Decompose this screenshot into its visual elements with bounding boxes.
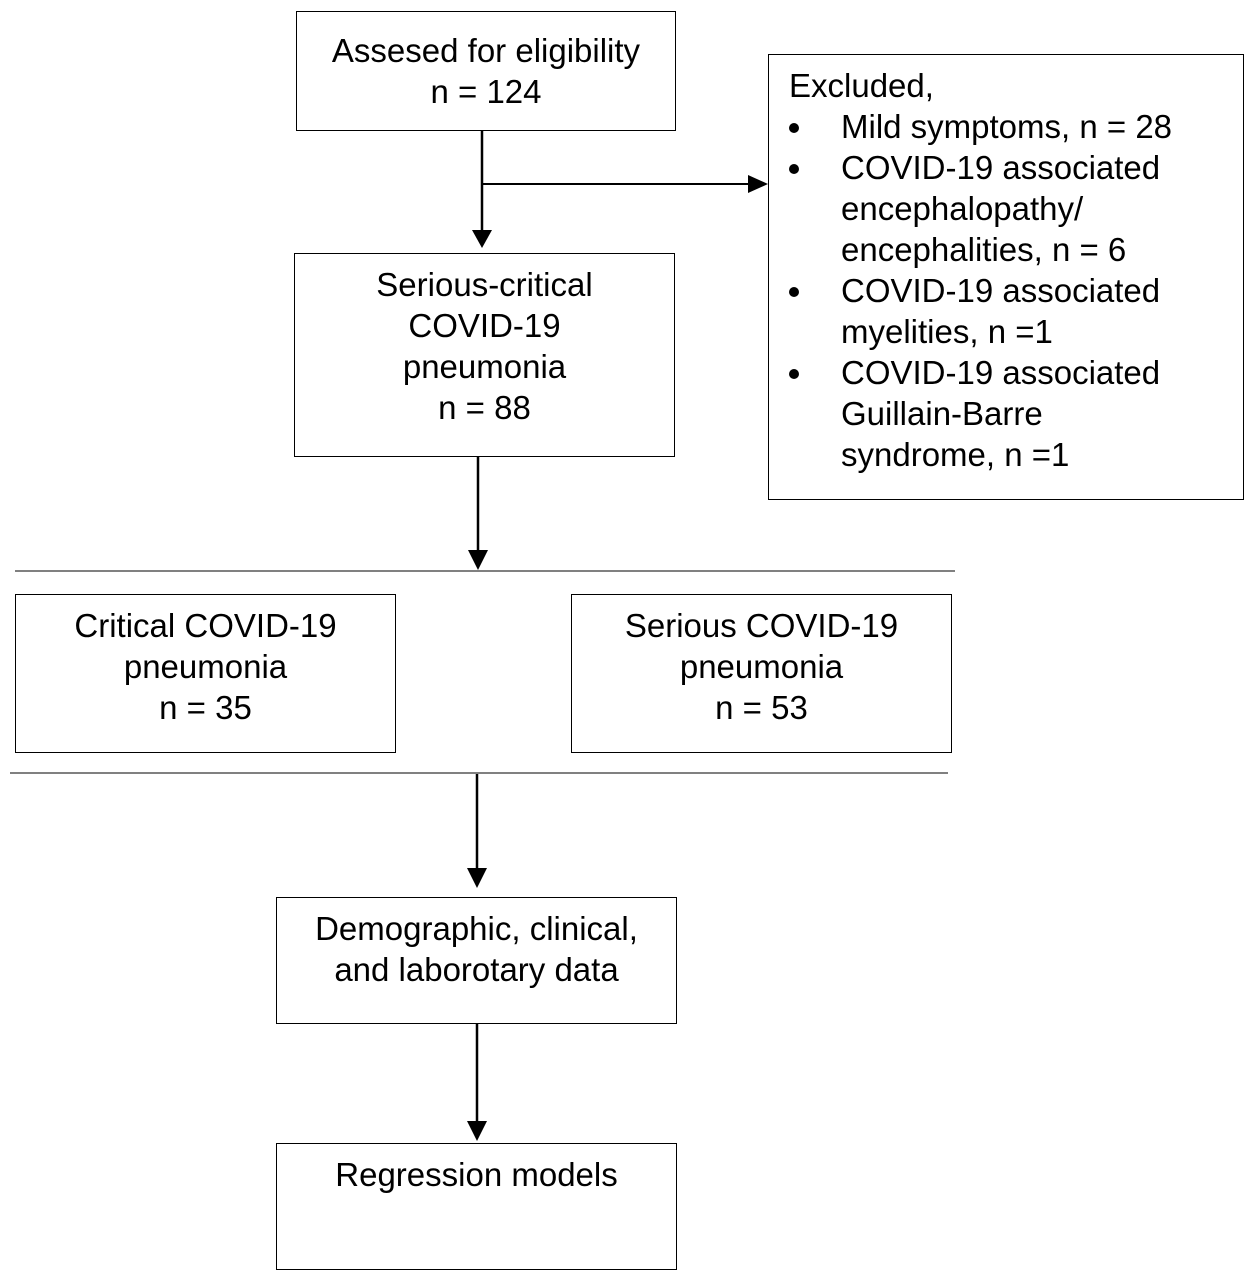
excluded-item: COVID-19 associated encephalopathy/ ence…	[769, 147, 1243, 270]
critical-line: pneumonia	[123, 648, 288, 685]
critical-line: Critical COVID-19	[74, 607, 337, 644]
eligibility-count: n = 124	[430, 73, 542, 110]
arrow-serious-critical-to-split	[468, 457, 488, 570]
excluded-item-text: COVID-19 associated	[841, 354, 1161, 391]
regression-box: Regression models	[276, 1143, 677, 1270]
serious-line: pneumonia	[679, 648, 844, 685]
regression-line: Regression models	[335, 1156, 618, 1193]
arrow-to-excluded	[482, 175, 768, 193]
serious-critical-box: Serious-critical COVID-19 pneumonia n = …	[294, 253, 675, 457]
critical-count: n = 35	[159, 689, 252, 726]
excluded-item-text: COVID-19 associated	[841, 149, 1161, 186]
data-line: Demographic, clinical,	[315, 910, 638, 947]
critical-box: Critical COVID-19 pneumonia n = 35	[15, 594, 396, 753]
excluded-box: Excluded, Mild symptoms, n = 28 COVID-19…	[768, 54, 1244, 500]
bullet-icon	[789, 369, 799, 379]
arrow-data-to-regression	[467, 1024, 487, 1141]
bullet-icon	[789, 287, 799, 297]
arrow-eligibility-to-serious-critical	[472, 131, 492, 248]
excluded-item-text: myelities, n =1	[841, 313, 1053, 350]
bullet-icon	[789, 164, 799, 174]
excluded-item-text: syndrome, n =1	[841, 436, 1070, 473]
arrow-split-to-data	[467, 774, 487, 888]
bullet-icon	[789, 123, 799, 133]
excluded-item: Mild symptoms, n = 28	[769, 106, 1243, 147]
eligibility-title: Assesed for eligibility	[331, 32, 641, 69]
data-line: and laborotary data	[334, 951, 619, 988]
excluded-item-text: COVID-19 associated	[841, 272, 1161, 309]
serious-box: Serious COVID-19 pneumonia n = 53	[571, 594, 952, 753]
serious-critical-line: pneumonia	[402, 348, 567, 385]
serious-count: n = 53	[715, 689, 808, 726]
excluded-item-text: encephalities, n = 6	[841, 231, 1127, 268]
eligibility-box: Assesed for eligibility n = 124	[296, 11, 676, 131]
serious-critical-line: Serious-critical	[376, 266, 593, 303]
excluded-item-text: Mild symptoms, n = 28	[841, 108, 1173, 145]
excluded-title: Excluded,	[789, 67, 934, 104]
excluded-item: COVID-19 associated Guillain-Barre syndr…	[769, 352, 1243, 475]
serious-line: Serious COVID-19	[624, 607, 899, 644]
data-box: Demographic, clinical, and laborotary da…	[276, 897, 677, 1024]
excluded-item-text: Guillain-Barre	[841, 395, 1043, 432]
serious-critical-line: COVID-19	[408, 307, 561, 344]
serious-critical-count: n = 88	[438, 389, 531, 426]
excluded-item: COVID-19 associated myelities, n =1	[769, 270, 1243, 352]
excluded-item-text: encephalopathy/	[841, 190, 1084, 227]
